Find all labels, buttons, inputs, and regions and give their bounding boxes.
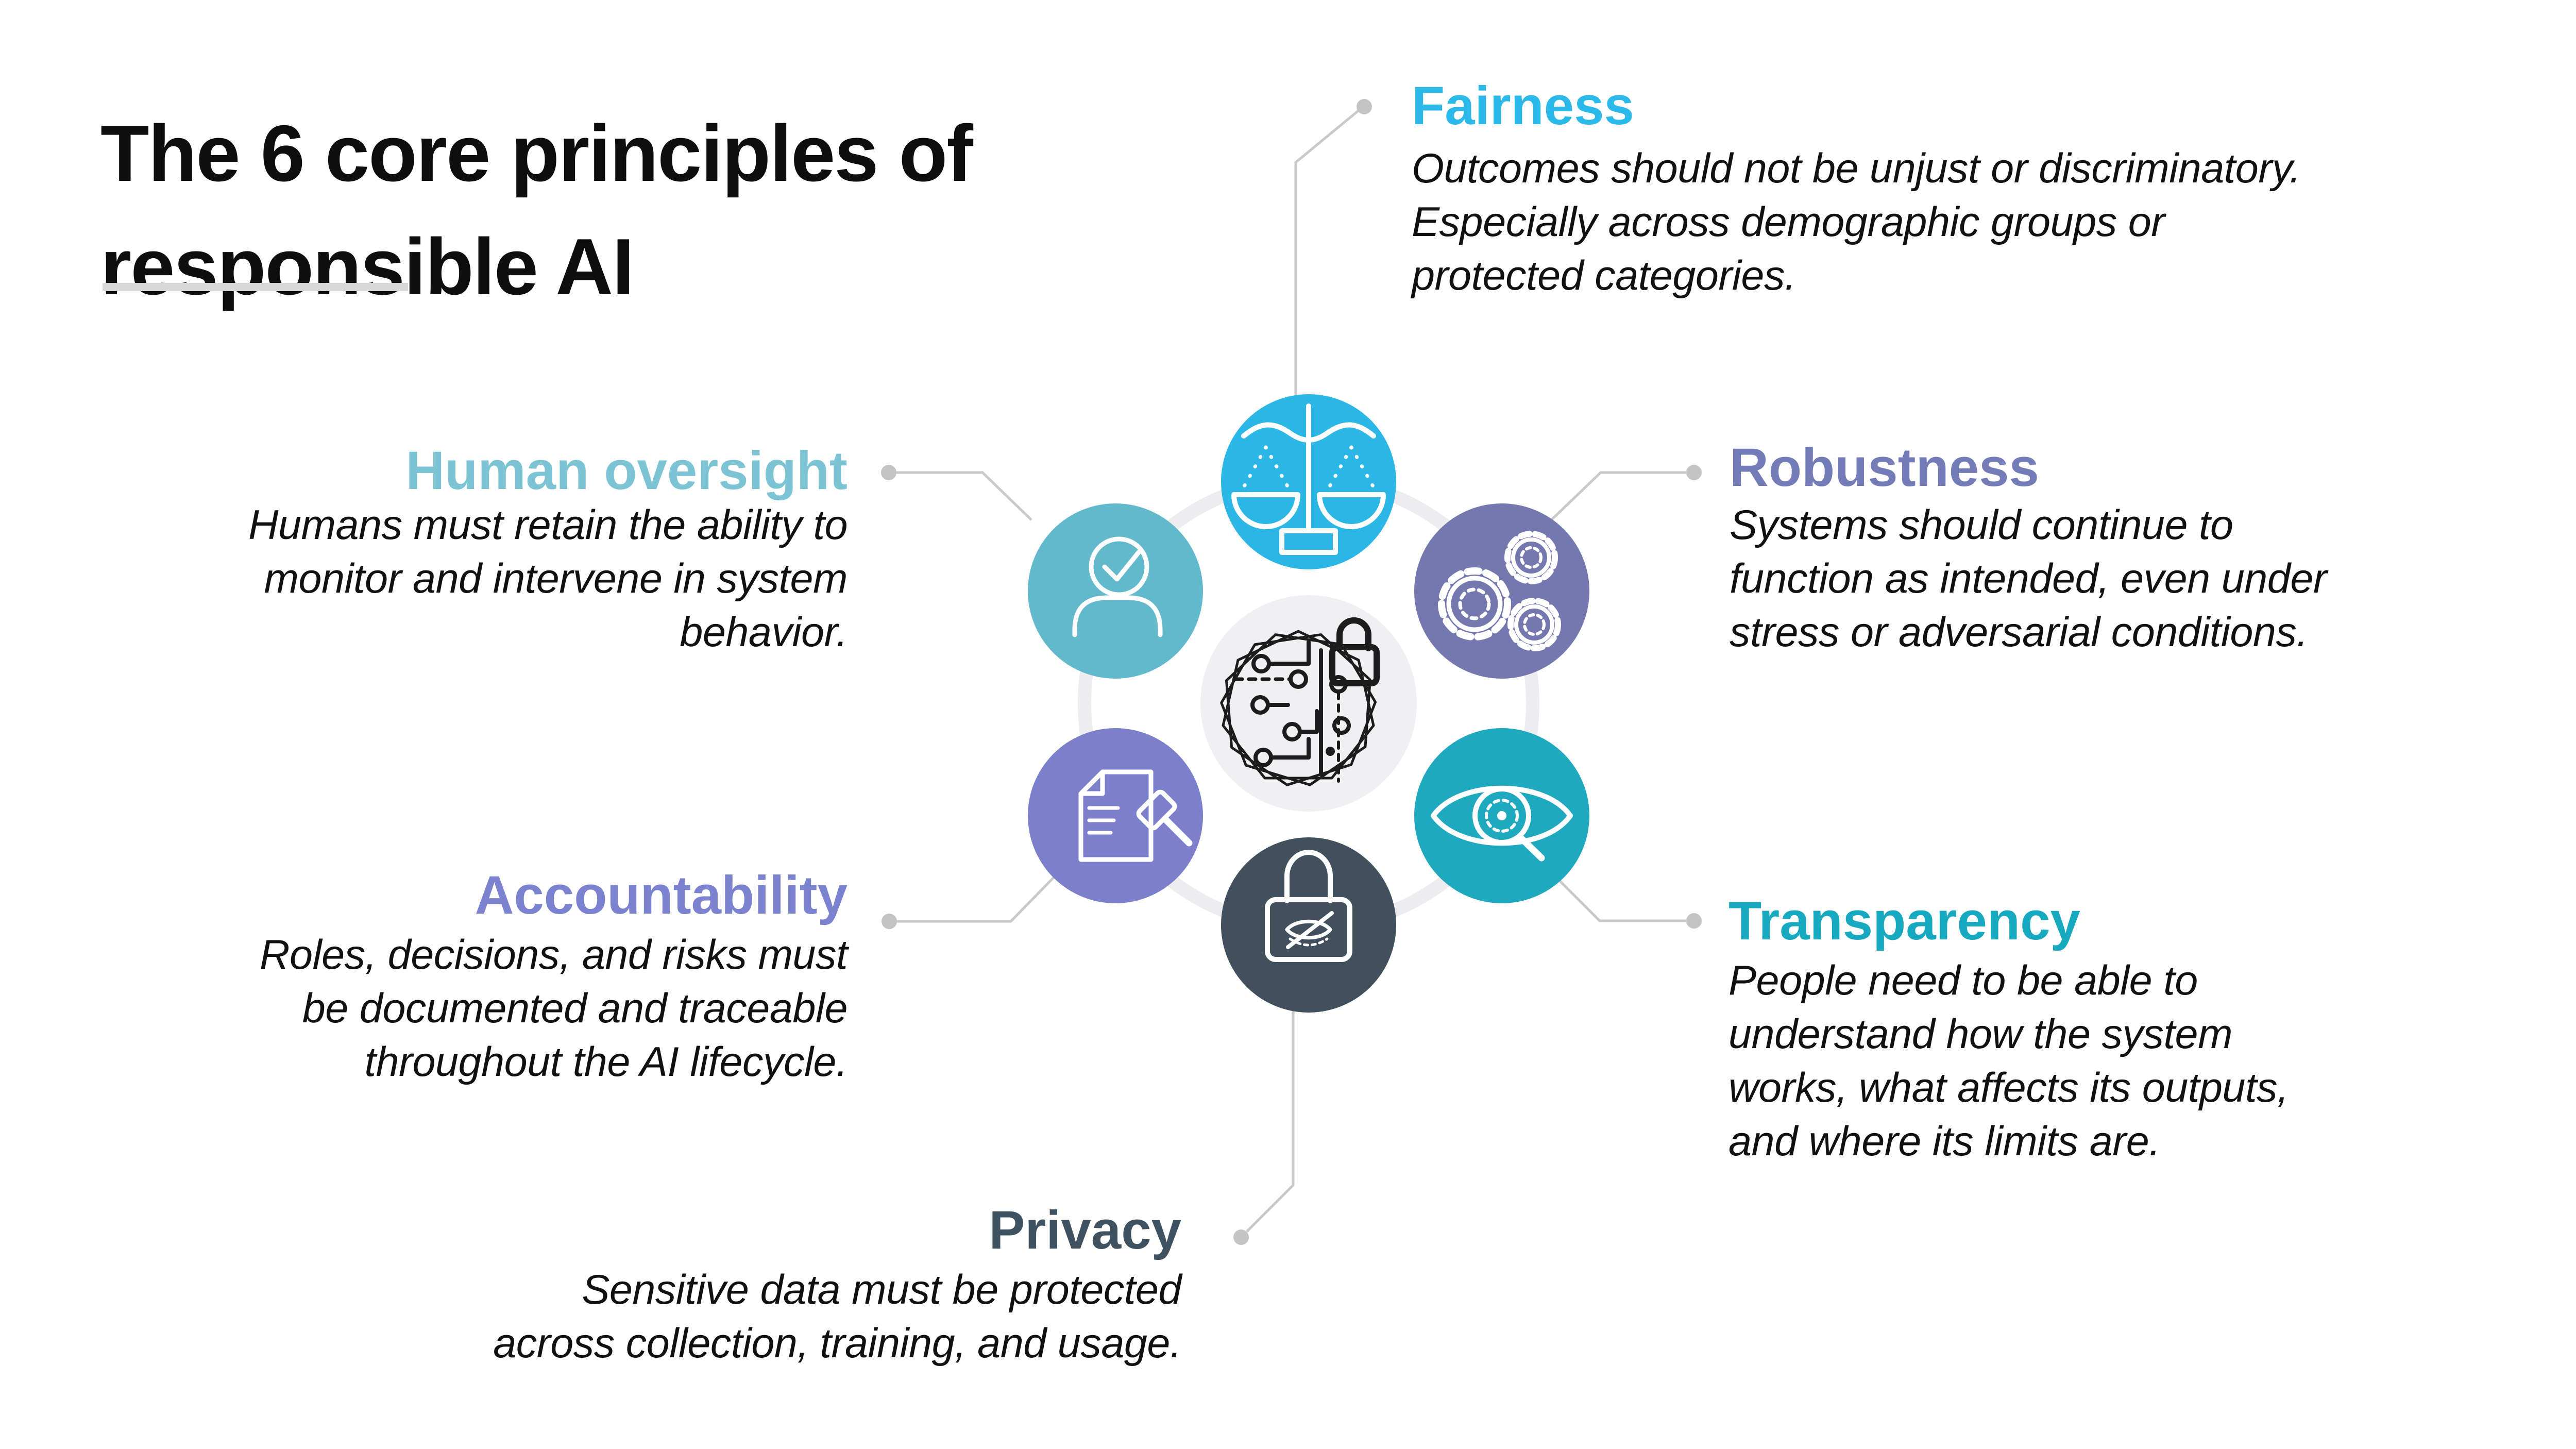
padlock-hidden-eye-icon xyxy=(1265,850,1352,962)
connector-dot xyxy=(882,914,897,929)
connector-dot xyxy=(881,465,896,480)
title-divider xyxy=(103,283,408,291)
connector-dot xyxy=(1686,465,1702,480)
accountability-circle xyxy=(1028,728,1203,903)
human-oversight-description: Humans must retain the ability to monito… xyxy=(248,502,848,655)
transparency-label: Transparency xyxy=(1728,891,2080,951)
privacy-label: Privacy xyxy=(989,1200,1181,1260)
gears-icon xyxy=(1438,531,1561,651)
human-oversight-circle xyxy=(1028,503,1203,679)
robustness-description: Systems should continue to function as i… xyxy=(1730,502,2327,655)
page-title: The 6 core principles of responsible AI xyxy=(100,108,973,311)
scales-icon xyxy=(1231,403,1386,555)
privacy-description: Sensitive data must be protected across … xyxy=(493,1267,1181,1367)
connector-dot xyxy=(1357,99,1372,114)
fairness-label: Fairness xyxy=(1412,76,1634,136)
connector-lines xyxy=(896,108,1686,1233)
connector-line xyxy=(1550,871,1686,922)
connector-dot xyxy=(1233,1229,1249,1245)
privacy-circle xyxy=(1221,837,1396,1013)
connector-line xyxy=(1294,108,1361,399)
connector-line xyxy=(897,877,1055,923)
robustness-label: Robustness xyxy=(1730,437,2039,498)
document-gavel-icon xyxy=(1078,769,1193,862)
accountability-description: Roles, decisions, and risks must be docu… xyxy=(260,932,848,1085)
connector-line xyxy=(1246,1011,1295,1233)
transparency-description: People need to be able to understand how… xyxy=(1728,957,2289,1165)
fairness-description: Outcomes should not be unjust or discrim… xyxy=(1412,145,2301,299)
ai-circuit-lock-icon xyxy=(1197,602,1403,808)
connector-dot xyxy=(1686,913,1702,929)
human-oversight-label: Human oversight xyxy=(405,441,848,501)
eye-magnifier-icon xyxy=(1431,785,1573,862)
person-check-icon xyxy=(1072,536,1163,637)
accountability-label: Accountability xyxy=(474,865,848,925)
connector-line xyxy=(1550,471,1686,521)
connector-dots xyxy=(881,99,1702,1245)
connector-line xyxy=(896,471,1032,521)
